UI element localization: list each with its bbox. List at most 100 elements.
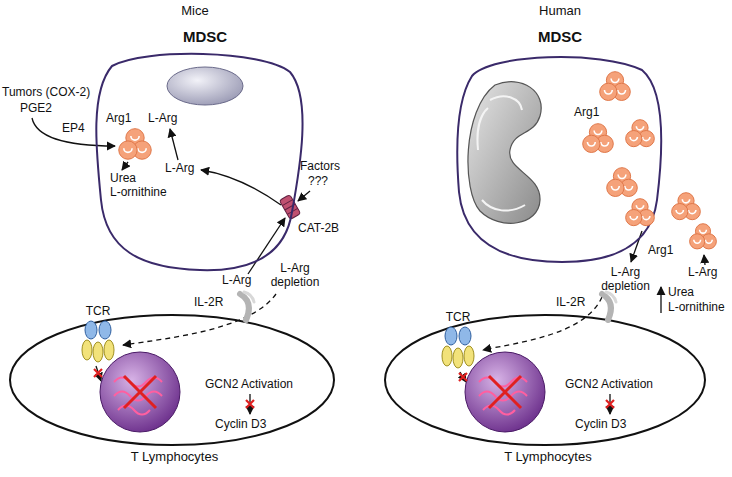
enzyme-highlight	[601, 142, 609, 146]
annotation-label: L-ornithine	[110, 186, 167, 200]
mdsc-nucleus	[477, 96, 525, 210]
annotation-label: L-Arg	[148, 112, 177, 126]
cell-membrane	[385, 315, 705, 445]
annotation-label: L-Arg depletion	[268, 262, 322, 290]
mdsc-cell-shape	[457, 57, 661, 262]
node-label: Arg1	[106, 112, 131, 126]
il2r-receptor-shape	[602, 292, 616, 320]
t-lymphocyte-outline	[378, 300, 718, 472]
enzyme-highlight	[604, 90, 612, 94]
annotation-label: L-Arg	[688, 266, 717, 280]
block-cross	[606, 400, 614, 408]
annotation-label: ???	[308, 175, 328, 189]
enzyme-highlight	[611, 186, 619, 190]
annotation-label: GCN2 Activation	[565, 378, 653, 392]
arg1-enzyme-shape	[626, 193, 717, 249]
enzyme-highlight	[676, 210, 683, 214]
arrow	[170, 129, 178, 160]
annotation-label: Cyclin D3	[215, 418, 266, 432]
annotation-label: CAT-2B	[298, 222, 339, 236]
enzyme-highlight	[700, 230, 707, 233]
t-cell-nucleus	[465, 352, 545, 432]
arg1-enzyme-shape	[119, 129, 151, 160]
node-label: Arg1	[574, 106, 599, 120]
enzyme-highlight	[705, 240, 712, 243]
tcr-chain	[99, 321, 111, 339]
tcr-receptor: TCR	[76, 305, 120, 365]
mdsc-cell: MDSC Arg1	[452, 28, 668, 273]
arrow	[248, 218, 285, 274]
arrow	[298, 191, 310, 201]
annotation-label: EP4	[62, 122, 85, 136]
arg1-enzyme-outline	[570, 72, 662, 202]
t-cell-nucleus	[489, 376, 521, 408]
tcr-chain	[445, 327, 457, 345]
mdsc-nucleus	[468, 82, 541, 224]
tcr-chain	[85, 321, 97, 339]
t-lymphocyte-shape	[385, 315, 705, 445]
arrow	[201, 170, 281, 205]
il2r-receptor: IL-2R	[194, 290, 256, 322]
t-cell-nucleus	[100, 352, 545, 432]
annotation-label: Tumors (COX-2)	[2, 86, 90, 100]
enzyme-highlight	[694, 240, 701, 243]
enzyme-highlight	[131, 136, 139, 140]
block-cross	[94, 369, 102, 377]
enzyme-subunit	[583, 135, 600, 152]
enzyme-highlight	[630, 137, 637, 141]
t-cell-nucleus	[100, 352, 180, 432]
cd3-chain	[82, 340, 92, 360]
transporter	[282, 200, 292, 206]
cd3-chain	[464, 346, 474, 366]
mdsc-nucleus	[167, 67, 243, 105]
arg1-enzyme: Arg1	[620, 194, 730, 264]
enzyme-subunit	[626, 210, 642, 226]
arrow	[460, 372, 466, 382]
cd3-chain	[453, 348, 463, 368]
cd3-chain	[442, 346, 452, 366]
arg1-enzyme-shape	[583, 72, 655, 197]
arrow	[631, 231, 642, 262]
block-cross	[459, 373, 467, 381]
t-lymphocyte-outline	[2, 300, 347, 472]
annotation-label: Cyclin D3	[575, 418, 626, 432]
enzyme-subunit	[600, 83, 617, 100]
receptor-shape	[602, 294, 611, 320]
enzyme-highlight	[689, 210, 696, 214]
cd3-chain	[93, 342, 103, 362]
tcr-receptor: TCR	[436, 311, 480, 371]
arrow	[32, 118, 115, 146]
enzyme-highlight	[138, 148, 146, 152]
annotation-label: L-Arg	[222, 274, 251, 288]
annotation-label: L-ornithine	[668, 301, 725, 315]
tcr-receptor-shape	[442, 327, 474, 368]
enzyme-highlight	[643, 137, 650, 141]
panel-heading: Mice	[165, 4, 225, 19]
node-label: Arg1	[648, 244, 673, 258]
tcr-chain	[459, 327, 471, 345]
arrow	[704, 255, 705, 265]
enzyme-subunit	[119, 141, 137, 159]
annotation-label: L-Arg	[165, 162, 194, 176]
enzyme-highlight	[630, 216, 637, 220]
node-label: T Lymphocytes	[2, 450, 347, 465]
node-label: IL-2R	[194, 296, 223, 310]
il2r-receptor-shape	[240, 292, 254, 320]
node-label: T Lymphocytes	[378, 450, 718, 465]
block-cross	[246, 400, 254, 408]
annotation-label: Factors	[300, 160, 340, 174]
annotation-label: Urea	[668, 286, 694, 300]
enzyme-subunit	[626, 131, 642, 147]
annotation-label: GCN2 Activation	[205, 378, 293, 392]
node-label: MDSC	[452, 28, 668, 45]
arg1-enzyme-outline	[620, 194, 730, 264]
node-label: TCR	[436, 311, 480, 325]
annotation-label: PGE2	[20, 102, 52, 116]
transporter	[279, 194, 300, 219]
cell-membrane	[457, 57, 661, 262]
t-lymphocyte: T LymphocytesTCRIL-2R	[378, 300, 718, 472]
t-lymphocyte-shape	[10, 315, 334, 445]
enzyme-highlight	[682, 199, 689, 203]
mdsc-cell-outline	[452, 28, 668, 273]
